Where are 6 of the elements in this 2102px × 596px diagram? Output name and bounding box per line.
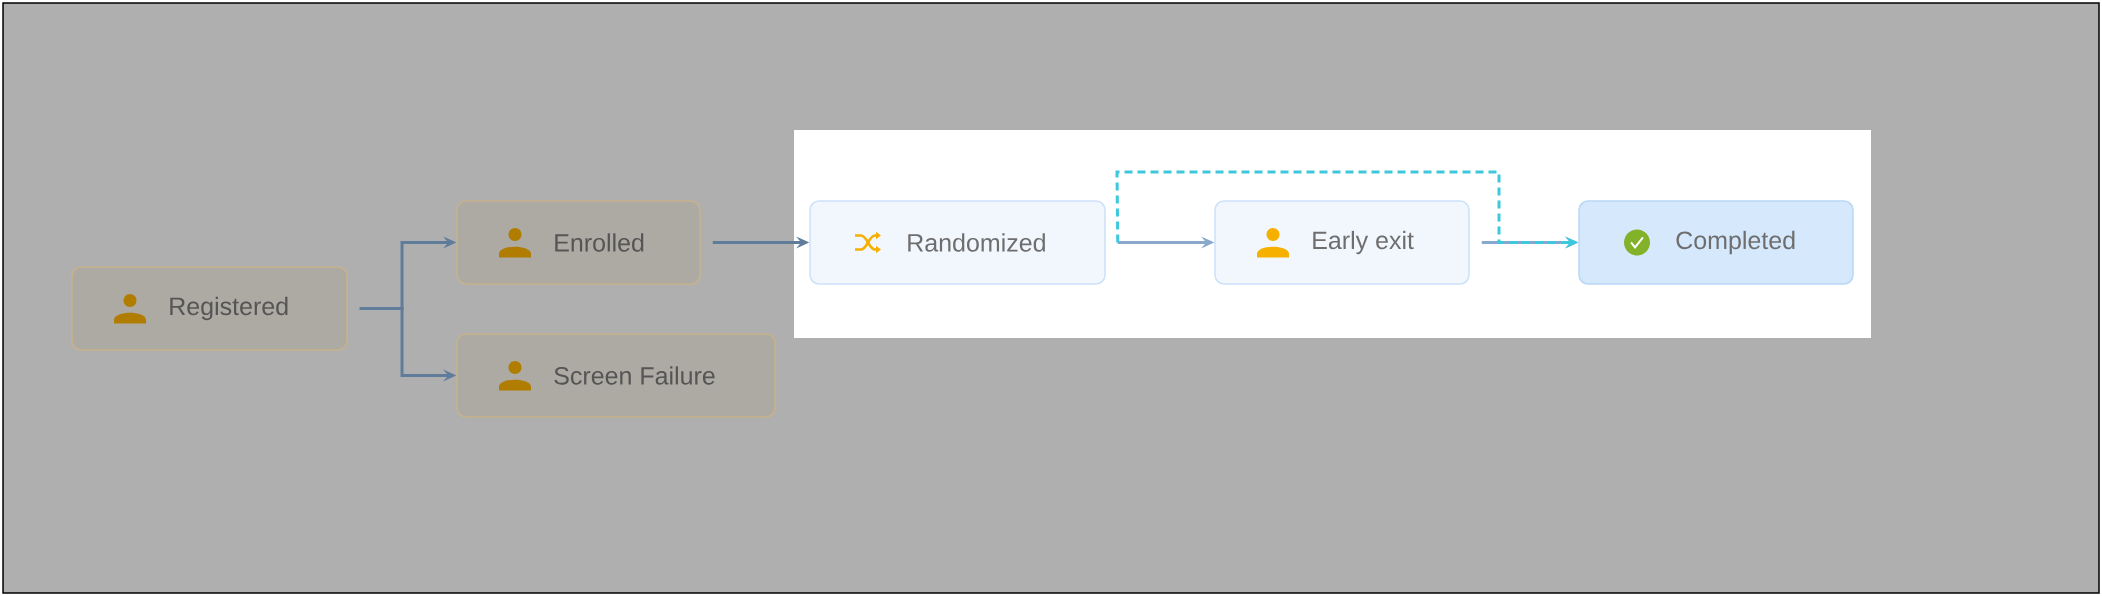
state-box: Screen Failure [456,333,776,418]
state-box: Randomized [809,200,1106,285]
state-box: Early exit [1214,200,1470,285]
state-box: Registered [71,266,348,351]
state-box: Completed [1578,200,1854,285]
state-box: Enrolled [456,200,701,285]
